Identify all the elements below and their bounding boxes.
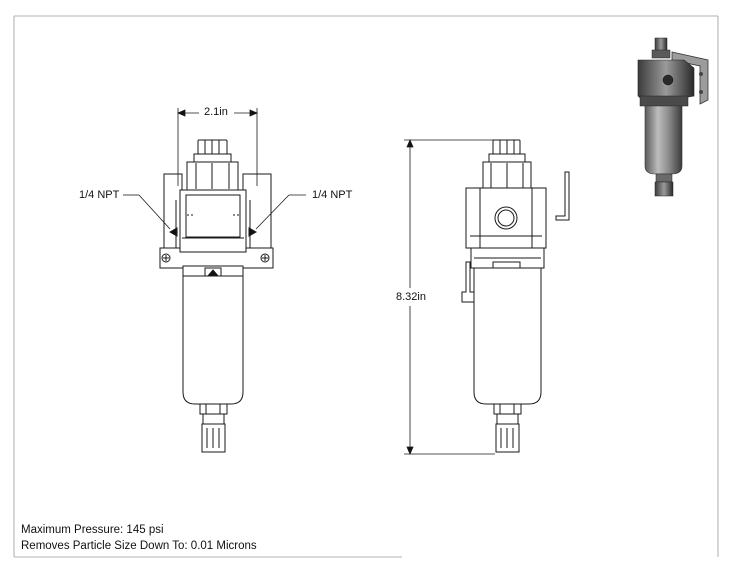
port-label-left: 1/4 NPT (79, 189, 120, 201)
isometric-render (637, 37, 709, 197)
port-leaders (123, 194, 306, 230)
height-dimension (404, 138, 495, 456)
side-view (461, 139, 570, 453)
spec-max-pressure: Maximum Pressure: 145 psi (21, 524, 164, 536)
height-dimension-label: 8.32in (396, 291, 426, 303)
width-dimension-label: 2.1in (204, 106, 228, 118)
port-label-right: 1/4 NPT (312, 189, 353, 201)
spec-particle-size: Removes Particle Size Down To: 0.01 Micr… (21, 540, 257, 552)
front-view (159, 139, 274, 453)
sheet-border (13, 15, 719, 558)
width-dimension (176, 108, 259, 186)
